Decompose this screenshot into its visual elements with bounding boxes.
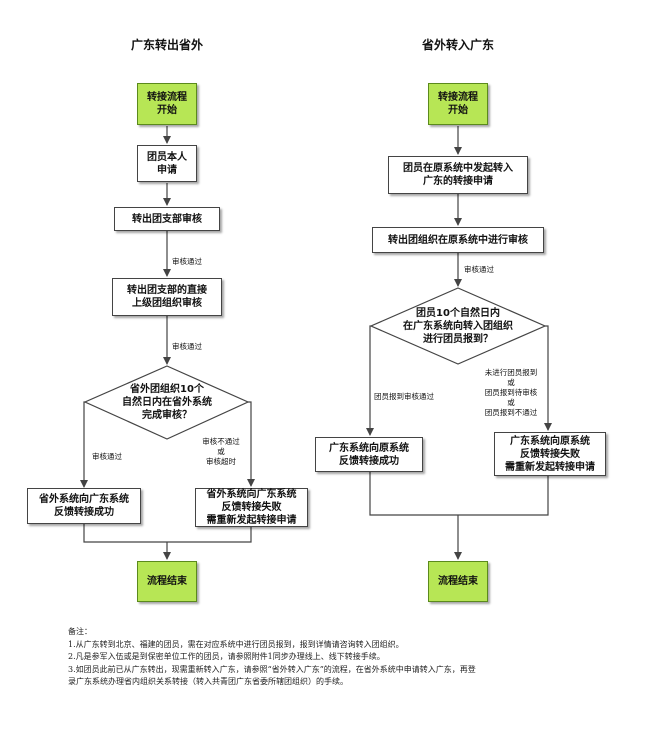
- right-start-line-1: 转接流程: [438, 92, 478, 103]
- left-decision-line-2: 自然日内在省外系统: [122, 396, 212, 408]
- left-decision-text: 省外团组织10个 自然日内在省外系统 完成审核？: [105, 378, 229, 426]
- left-label-fail-line-1: 审核不通过: [202, 437, 240, 446]
- right-apply-line-1: 团员在原系统中发起转入: [403, 163, 513, 174]
- right-label-no-line-5: 团员报到不通过: [484, 408, 538, 417]
- right-label-yes: 团员报到审核通过: [374, 392, 434, 401]
- right-failure-node: 广东系统向原系统 反馈转接失败 需重新发起转接申请: [494, 432, 606, 476]
- right-decision-text: 团员10个自然日内 在广东系统向转入团组织 进行团员报到？: [386, 303, 530, 349]
- right-decision-line-1: 团员10个自然日内: [416, 307, 500, 319]
- left-decision-line-1: 省外团组织10个: [130, 383, 204, 395]
- left-upper-review-node: 转出团支部的直接 上级团组织审核: [112, 278, 222, 316]
- right-failure-line-2: 反馈转接失败: [520, 448, 580, 460]
- right-failure-line-3: 需重新发起转接申请: [505, 461, 595, 473]
- right-label-no-line-4: 或: [507, 398, 515, 407]
- left-start-line-2: 开始: [157, 105, 177, 116]
- left-branch-review-text: 转出团支部审核: [132, 213, 202, 225]
- right-org-review-node: 转出团组织在原系统中进行审核: [372, 227, 544, 253]
- left-apply-node: 团员本人 申请: [137, 145, 197, 182]
- right-end-node: 流程结束: [428, 561, 488, 602]
- right-label-no-line-3: 团员报到待审核: [484, 388, 538, 397]
- left-upper-review-line-1: 转出团支部的直接: [127, 285, 207, 296]
- left-label-fail-line-2: 或: [217, 447, 225, 456]
- arrow-right-decision-success: [366, 325, 374, 436]
- left-start-node: 转接流程 开始: [137, 83, 197, 125]
- right-label-pass: 审核通过: [464, 265, 494, 274]
- right-apply-node: 团员在原系统中发起转入 广东的转接申请: [388, 156, 528, 194]
- right-apply-line-2: 广东的转接申请: [423, 176, 493, 187]
- left-upper-review-line-2: 上级团组织审核: [132, 298, 202, 309]
- right-decision-diamond: [369, 287, 547, 365]
- arrow-left-decision-success: [80, 401, 88, 488]
- right-merge-line: [369, 472, 549, 516]
- left-start-line-1: 转接流程: [147, 92, 187, 103]
- left-label-pass-2: 审核通过: [172, 342, 202, 351]
- left-failure-node: 省外系统向广东系统 反馈转接失败 需重新发起转接申请: [195, 488, 308, 527]
- notes-section: 备注： 1.从广东转到北京、福建的团员，需在对应系统中进行团员报到，报到详情请咨…: [68, 626, 638, 689]
- right-decision-line-3: 进行团员报到？: [423, 333, 493, 345]
- note-item-3: 3.如团员此前已从广东转出，现需重新转入广东，请参照“省外转入广东”的流程，在省…: [68, 664, 476, 674]
- left-label-pass-1: 审核通过: [172, 257, 202, 266]
- right-start-node: 转接流程 开始: [428, 83, 488, 125]
- left-end-text: 流程结束: [147, 576, 187, 587]
- left-success-line-1: 省外系统向广东系统: [39, 494, 129, 505]
- note-item-3-cont: 录广东系统办理省内组织关系转接（转入共青团广东省委所辖团组织）的手续。: [68, 677, 348, 686]
- arrow-right-decision-failure: [544, 325, 552, 431]
- right-decision-line-2: 在广东系统向转入团组织: [403, 320, 513, 332]
- left-decision-line-3: 完成审核？: [142, 409, 192, 421]
- left-label-pass-3: 审核通过: [92, 452, 122, 461]
- left-label-fail-line-3: 审核超时: [206, 457, 236, 466]
- left-failure-line-1: 省外系统向广东系统: [206, 489, 297, 500]
- right-failure-line-1: 广东系统向原系统: [510, 435, 590, 447]
- note-item-1: 1.从广东转到北京、福建的团员，需在对应系统中进行团员报到，报到详情请咨询转入团…: [68, 639, 404, 649]
- left-column-title: 广东转出省外: [130, 38, 203, 52]
- left-decision-diamond: [83, 365, 250, 440]
- left-failure-line-3: 需重新发起转接申请: [206, 515, 297, 526]
- right-success-node: 广东系统向原系统 反馈转接成功: [315, 437, 423, 472]
- right-end-text: 流程结束: [438, 576, 478, 587]
- left-apply-line-2: 申请: [157, 164, 177, 176]
- left-failure-line-2: 反馈转接失败: [221, 502, 282, 513]
- right-label-no-line-1: 未进行团员报到: [484, 368, 538, 377]
- right-success-line-2: 反馈转接成功: [339, 455, 399, 467]
- right-column-title: 省外转入广东: [421, 38, 494, 52]
- right-success-line-1: 广东系统向原系统: [329, 442, 409, 454]
- right-label-no: 未进行团员报到 或 团员报到待审核 或 团员报到不通过: [476, 368, 546, 418]
- right-label-no-line-2: 或: [507, 378, 515, 387]
- left-end-node: 流程结束: [137, 561, 197, 602]
- notes-heading: 备注：: [68, 627, 92, 636]
- left-label-fail: 审核不通过 或 审核超时: [194, 437, 248, 467]
- right-start-line-2: 开始: [448, 105, 468, 116]
- left-success-node: 省外系统向广东系统 反馈转接成功: [27, 488, 141, 524]
- right-org-review-text: 转出团组织在原系统中进行审核: [388, 234, 528, 246]
- left-success-line-2: 反馈转接成功: [54, 507, 114, 518]
- left-branch-review-node: 转出团支部审核: [114, 207, 220, 231]
- left-apply-line-1: 团员本人: [147, 151, 187, 163]
- arrow-left-decision-failure: [247, 401, 255, 487]
- note-item-2: 2.凡是参军入伍或是到保密单位工作的团员，请参照附件1同步办理线上、线下转接手续…: [68, 652, 385, 661]
